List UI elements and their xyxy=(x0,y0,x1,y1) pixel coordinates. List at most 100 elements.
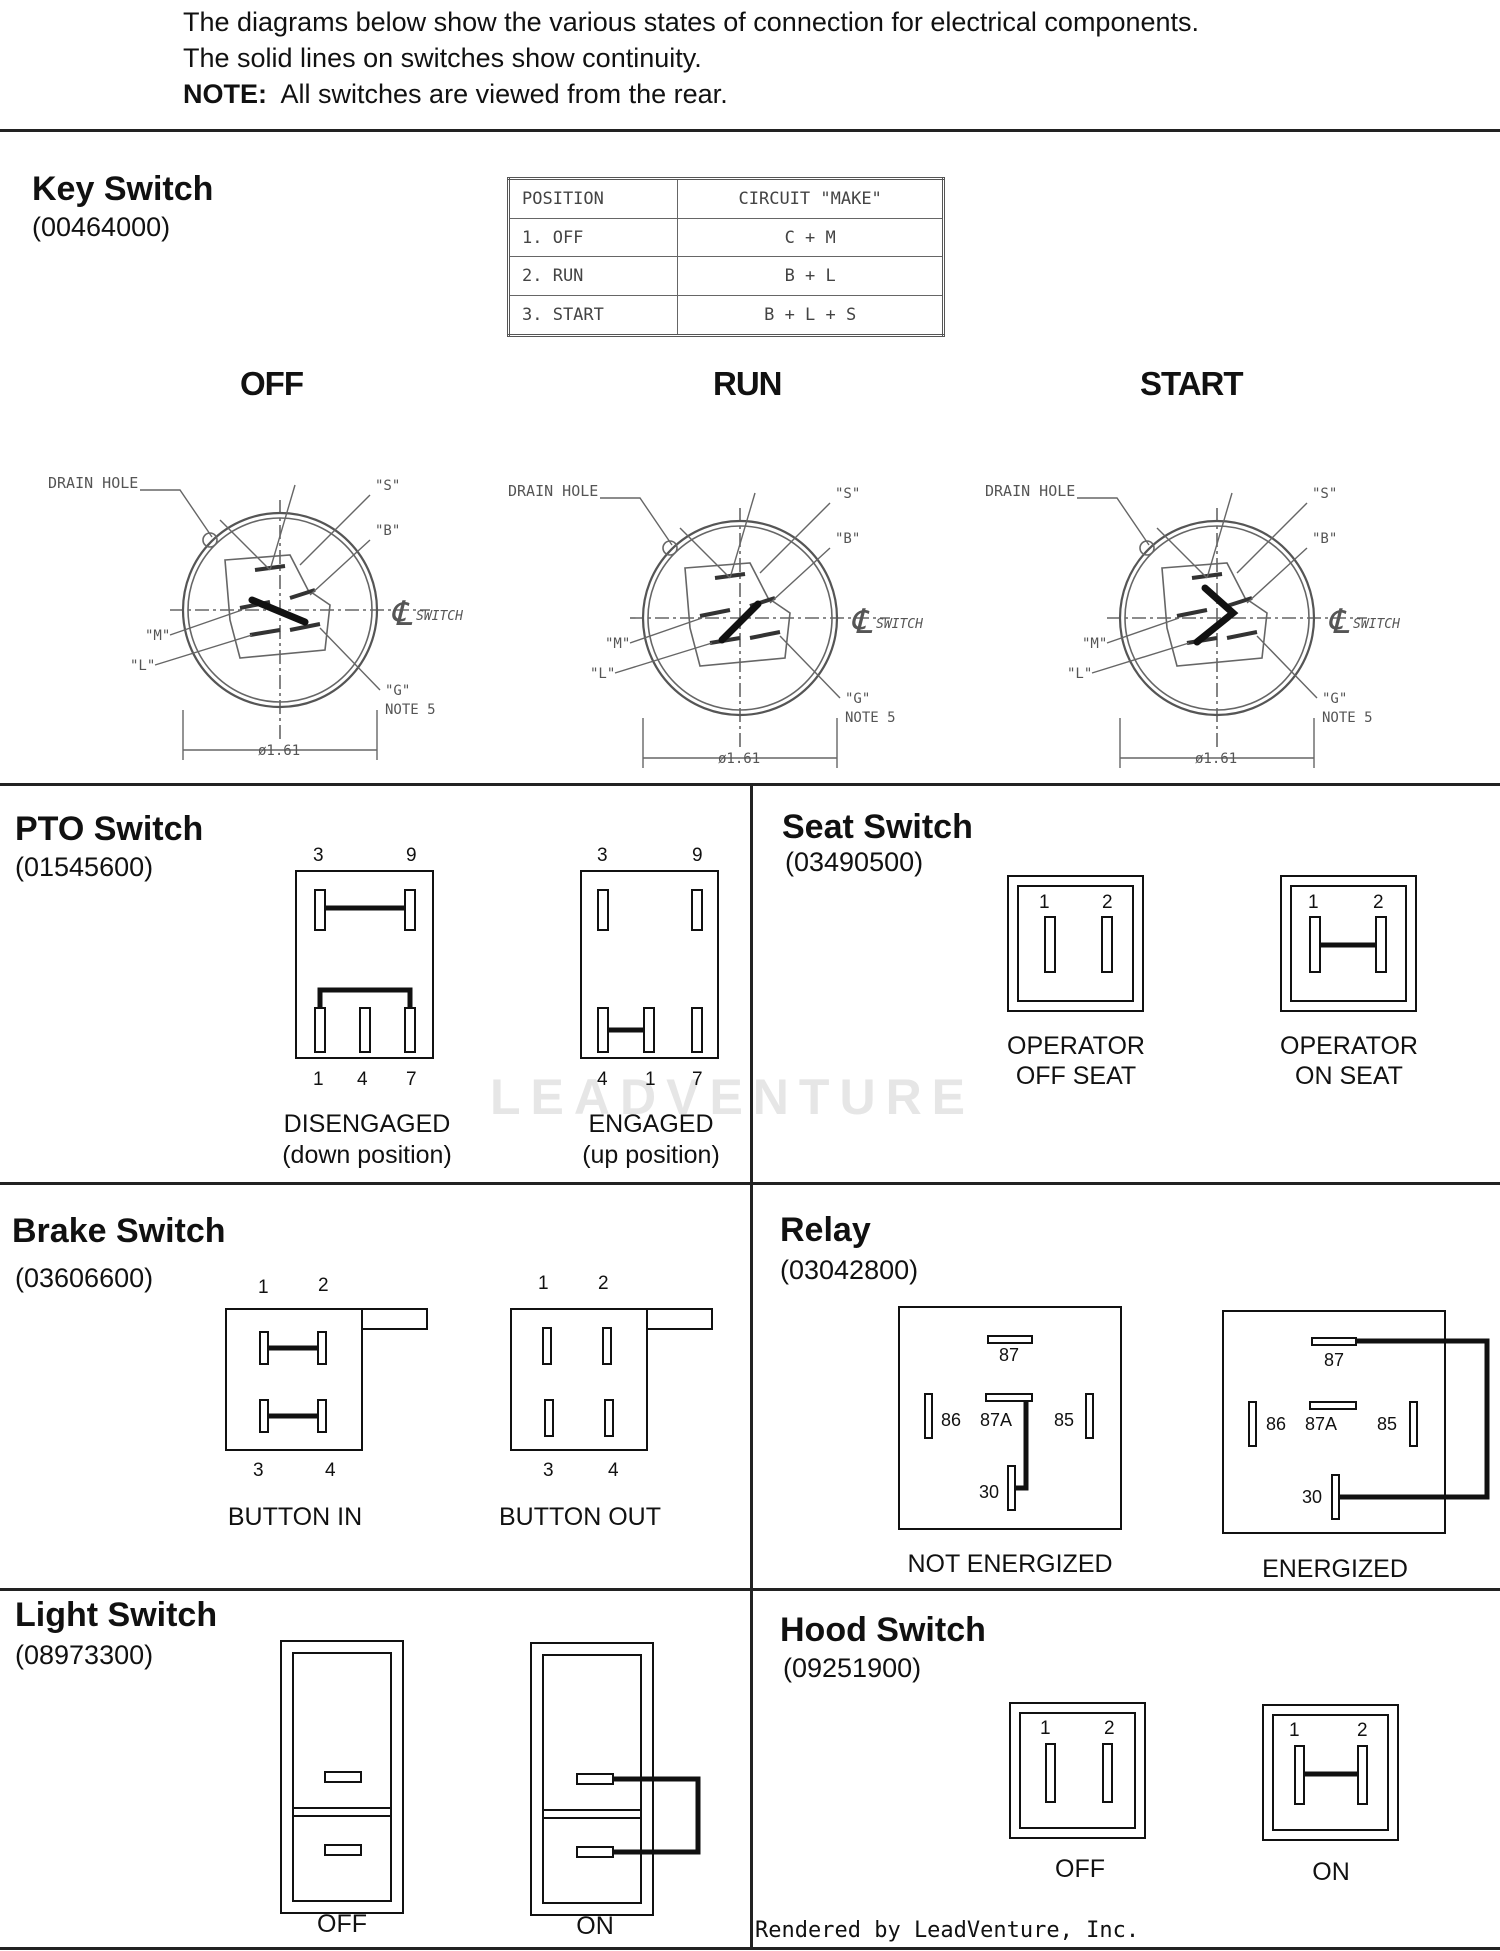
light-switch-part: (08973300) xyxy=(15,1640,154,1670)
relay-off-pin-86: 86 xyxy=(941,1410,962,1430)
hood-off-diagram xyxy=(1009,1702,1146,1839)
table-cell: B + L xyxy=(677,256,944,297)
brake-out-pin-1: 1 xyxy=(538,1273,549,1294)
centerline-symbol: ℄ xyxy=(1327,602,1350,642)
relay-off-pin-85: 85 xyxy=(1054,1410,1075,1430)
hood-switch-title: Hood Switch xyxy=(780,1611,986,1649)
brake-out-label: BUTTON OUT xyxy=(498,1503,662,1531)
hood-on-pin-2: 2 xyxy=(1357,1720,1368,1741)
pto-off-pin-4: 4 xyxy=(357,1069,368,1090)
hood-on-label: ON xyxy=(1312,1858,1350,1886)
brake-in-pin-1: 1 xyxy=(258,1277,269,1298)
note-5-label: NOTE 5 xyxy=(385,702,436,718)
relay-off-pin-30: 30 xyxy=(979,1482,1000,1502)
relay-energized-label: ENERGIZED xyxy=(1262,1555,1408,1583)
light-on-diagram xyxy=(530,1642,701,1916)
pto-switch-part: (01545600) xyxy=(15,852,154,882)
hood-off-label: OFF xyxy=(1055,1855,1105,1883)
seat-switch-title: Seat Switch xyxy=(782,808,973,846)
light-switch-title: Light Switch xyxy=(15,1596,218,1634)
hood-on-diagram xyxy=(1262,1704,1399,1841)
light-on-label: ON xyxy=(576,1912,614,1940)
seat-on-pin-1: 1 xyxy=(1308,892,1319,913)
seat-on-sub: ON SEAT xyxy=(1295,1062,1403,1090)
note-text: All switches are viewed from the rear. xyxy=(280,79,728,109)
terminal-m-label: "M" xyxy=(1082,636,1107,652)
centerline-switch-label: SWITCH xyxy=(876,617,923,632)
drain-hole-label: DRAIN HOLE xyxy=(48,474,138,492)
hood-off-pin-2: 2 xyxy=(1104,1718,1115,1739)
terminal-m-label: "M" xyxy=(145,628,170,644)
table-header-circuit: CIRCUIT "MAKE" xyxy=(677,178,944,219)
seat-off-pin-1: 1 xyxy=(1039,892,1050,913)
key-switch-title: Key Switch xyxy=(32,170,214,208)
key-switch-off-diagram: DRAIN HOLE"S""B""M""L""G"NOTE 5ø1.61℄SWI… xyxy=(48,474,463,760)
table-cell: B + L + S xyxy=(677,295,944,336)
seat-on-pin-2: 2 xyxy=(1373,892,1384,913)
key-position-start: START xyxy=(1140,365,1244,402)
seat-on-label: OPERATOR xyxy=(1280,1032,1418,1060)
key-switch-part: (00464000) xyxy=(32,212,171,242)
relay-part: (03042800) xyxy=(780,1255,919,1285)
brake-switch-part: (03606600) xyxy=(15,1263,154,1293)
relay-on-pin-30: 30 xyxy=(1302,1487,1323,1507)
terminal-s-label: "S" xyxy=(375,478,400,494)
watermark: LEADVENTURE xyxy=(490,1069,976,1125)
pto-switch-title: PTO Switch xyxy=(15,810,204,848)
brake-in-diagram xyxy=(225,1308,428,1451)
relay-title: Relay xyxy=(780,1211,871,1249)
seat-switch-part: (03490500) xyxy=(785,847,924,877)
seat-off-pin-2: 2 xyxy=(1102,892,1113,913)
brake-out-pin-2: 2 xyxy=(598,1273,609,1294)
terminal-b-label: "B" xyxy=(1312,531,1337,547)
seat-on-diagram xyxy=(1280,875,1417,1012)
terminal-s-label: "S" xyxy=(835,486,860,502)
table-row: 2. RUN B + L xyxy=(507,256,944,297)
key-switch-start-diagram: DRAIN HOLE"S""B""M""L""G"NOTE 5ø1.61℄SWI… xyxy=(985,482,1400,768)
hood-on-pin-1: 1 xyxy=(1289,1720,1300,1741)
relay-not-energized-label: NOT ENERGIZED xyxy=(907,1550,1113,1578)
brake-in-pin-3: 3 xyxy=(253,1460,264,1481)
relay-on-pin-87a: 87A xyxy=(1305,1414,1338,1434)
terminal-l-label: "L" xyxy=(130,658,155,674)
intro-text: The diagrams below show the various stat… xyxy=(183,4,1199,112)
footer-credit: Rendered by LeadVenture, Inc. xyxy=(755,1918,1140,1943)
relay-on-pin-85: 85 xyxy=(1377,1414,1398,1434)
pto-on-pin-3: 3 xyxy=(597,845,608,866)
seat-off-label: OPERATOR xyxy=(1007,1032,1145,1060)
light-off-diagram xyxy=(280,1640,404,1914)
pto-disengaged-sub: (down position) xyxy=(282,1141,452,1169)
pto-engaged-label: ENGAGED xyxy=(588,1110,714,1138)
key-position-run: RUN xyxy=(713,365,782,402)
brake-in-pin-4: 4 xyxy=(325,1460,336,1481)
note-label: NOTE: xyxy=(183,79,267,109)
diameter-label: ø1.61 xyxy=(718,751,760,767)
pto-off-pin-3: 3 xyxy=(313,845,324,866)
hood-switch-part: (09251900) xyxy=(783,1653,922,1683)
centerline-symbol: ℄ xyxy=(850,602,873,642)
terminal-l-label: "L" xyxy=(590,666,615,682)
table-cell: 2. RUN xyxy=(507,256,679,297)
centerline-switch-label: SWITCH xyxy=(416,609,463,624)
seat-off-sub: OFF SEAT xyxy=(1015,1062,1137,1090)
table-row: 3. START B + L + S xyxy=(507,295,944,336)
diameter-label: ø1.61 xyxy=(258,743,300,759)
key-switch-run-diagram: DRAIN HOLE"S""B""M""L""G"NOTE 5ø1.61℄SWI… xyxy=(508,482,923,768)
pto-on-pin-7: 7 xyxy=(692,1069,703,1090)
diameter-label: ø1.61 xyxy=(1195,751,1237,767)
pto-disengaged-label: DISENGAGED xyxy=(283,1110,451,1138)
light-off-label: OFF xyxy=(317,1910,367,1938)
terminal-s-label: "S" xyxy=(1312,486,1337,502)
key-position-off: OFF xyxy=(240,365,304,402)
terminal-g-label: "G" xyxy=(385,683,410,699)
pto-off-pin-1: 1 xyxy=(313,1069,324,1090)
divider-vertical xyxy=(750,783,753,1949)
key-switch-table: POSITION CIRCUIT "MAKE" 1. OFF C + M 2. … xyxy=(507,177,945,337)
brake-switch-title: Brake Switch xyxy=(12,1212,226,1250)
brake-out-diagram xyxy=(510,1308,713,1451)
note-5-label: NOTE 5 xyxy=(1322,710,1373,726)
brake-in-pin-2: 2 xyxy=(318,1275,329,1296)
table-cell: C + M xyxy=(677,217,944,258)
hood-off-pin-1: 1 xyxy=(1040,1718,1051,1739)
table-row: POSITION CIRCUIT "MAKE" xyxy=(507,178,944,219)
